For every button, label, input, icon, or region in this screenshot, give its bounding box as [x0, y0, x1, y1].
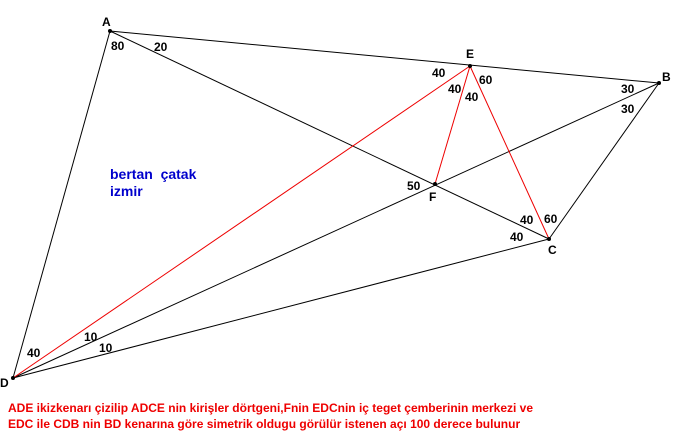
point-d-marker [11, 376, 15, 380]
angle-label-d-14: 10 [99, 341, 113, 355]
angle-label-a-0: 80 [111, 39, 125, 53]
points-layer [11, 29, 661, 380]
angle-label-c-11: 40 [510, 230, 524, 244]
credit-block: bertan çatak izmir [110, 166, 196, 200]
point-d-label: D [0, 376, 9, 390]
angle-label-f-8: 50 [407, 179, 421, 193]
point-e-label: E [466, 47, 474, 61]
angle-label-e-4: 40 [448, 82, 462, 96]
angle-label-a-1: 20 [154, 40, 168, 54]
segment-ac [109, 30, 550, 240]
angle-label-c-9: 40 [520, 213, 534, 227]
credit-name: bertan çatak [110, 166, 197, 182]
point-labels-layer: A B C D E F [0, 15, 671, 390]
caption-line-2: EDC ile CDB nin BD kenarına göre simetri… [8, 417, 521, 431]
point-c-marker [547, 237, 551, 241]
segment-bc [548, 82, 660, 240]
angle-label-d-13: 10 [84, 330, 98, 344]
credit-city: izmir [110, 183, 143, 199]
point-f-marker [433, 182, 437, 186]
point-a-marker [108, 29, 112, 33]
segments-layer [12, 30, 660, 379]
segment-da [12, 30, 111, 379]
point-c-label: C [548, 243, 557, 257]
segment-ab [109, 30, 660, 84]
angle-label-e-5: 40 [465, 90, 479, 104]
point-b-marker [657, 81, 661, 85]
point-f-label: F [429, 190, 436, 204]
angle-label-b-7: 30 [621, 102, 635, 116]
angle-label-b-6: 30 [621, 82, 635, 96]
segment-ef [434, 65, 471, 185]
segment-bd [12, 82, 660, 379]
segment-cd [12, 238, 550, 379]
point-a-label: A [102, 15, 111, 29]
segment-ec [469, 65, 550, 240]
angle-label-c-10: 60 [544, 212, 558, 226]
angle-label-d-12: 40 [27, 346, 41, 360]
segment-ed [12, 65, 471, 379]
solution-caption: ADE ikizkenarı çizilip ADCE nin kirişler… [8, 400, 673, 432]
point-e-marker [468, 64, 472, 68]
angle-label-e-3: 60 [479, 73, 493, 87]
caption-line-1: ADE ikizkenarı çizilip ADCE nin kirişler… [8, 401, 534, 415]
angle-label-e-2: 40 [432, 66, 446, 80]
point-b-label: B [662, 70, 671, 84]
